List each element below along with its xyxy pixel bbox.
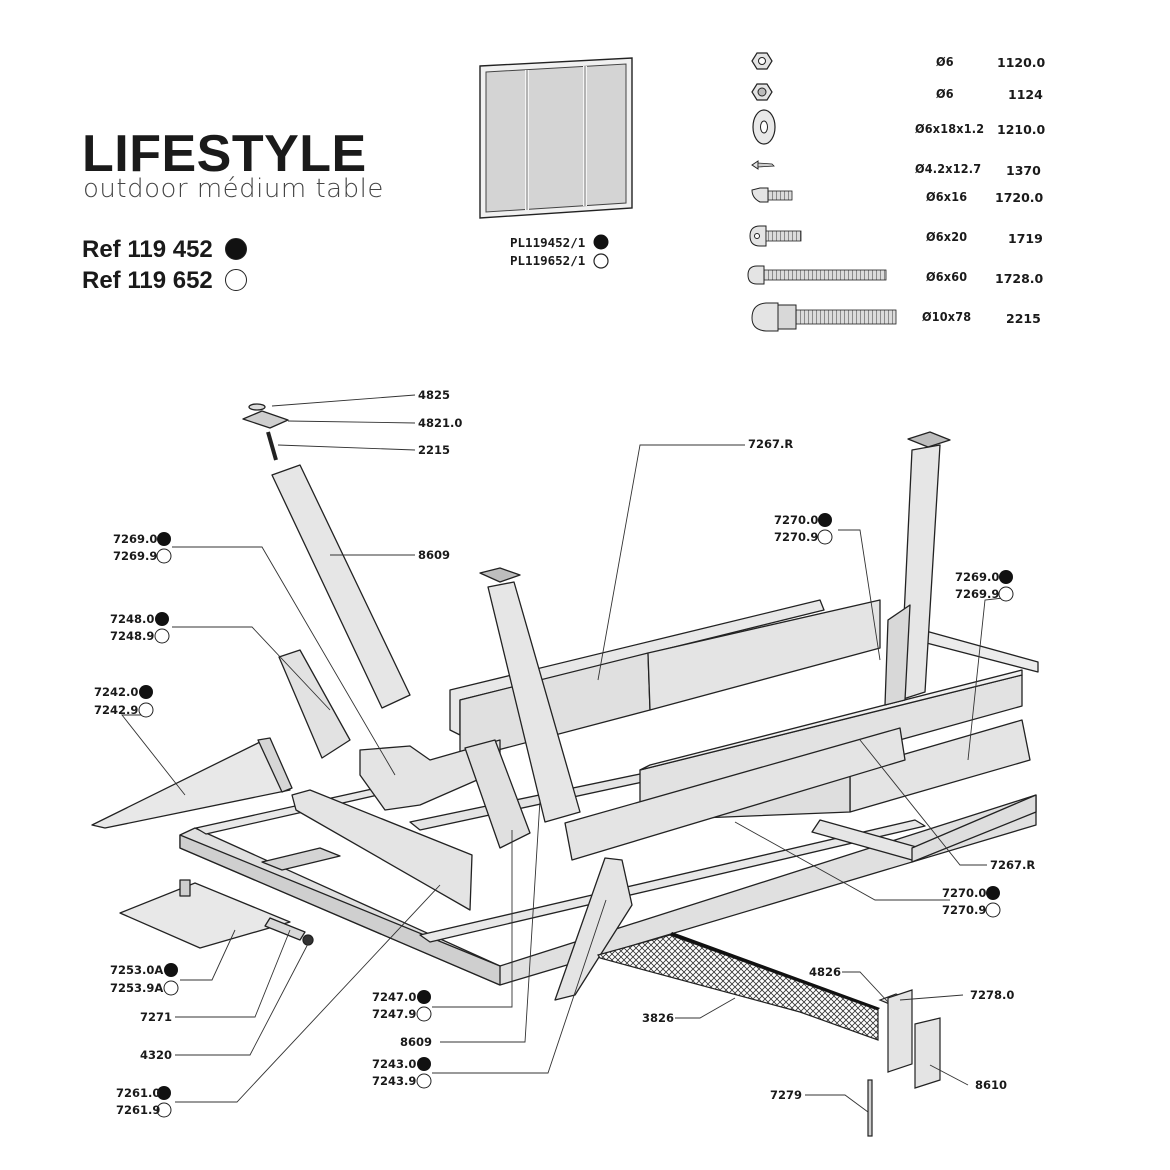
product-title: LIFESTYLE [82, 125, 367, 183]
white-finish-icon [985, 902, 1001, 918]
white-finish-icon [998, 586, 1014, 602]
wood-screw-icon [751, 160, 775, 170]
part-label: 7271 [140, 1010, 173, 1024]
black-finish-icon [157, 532, 171, 546]
part-label: 7261.0 [116, 1086, 161, 1100]
part-label: 7247.0 [372, 990, 417, 1004]
part-label: 7243.0 [372, 1057, 417, 1071]
black-finish-icon [417, 1057, 431, 1071]
black-finish-icon [593, 234, 609, 250]
part-label: 4826 [809, 965, 842, 979]
hw-size: Ø10x78 [922, 309, 972, 324]
part-label: 7269.9 [955, 587, 1000, 601]
part-label: 7278.0 [970, 988, 1015, 1002]
bolt-short-icon [751, 187, 793, 203]
part-label: 4821.0 [418, 416, 463, 430]
hw-code: 1124 [1008, 87, 1043, 102]
part-label: 7270.9 [942, 903, 987, 917]
hw-code: 1210.0 [997, 122, 1046, 137]
part-label: 7267.R [990, 858, 1036, 872]
ref-white: Ref 119 652 [82, 267, 247, 295]
hw-size: Ø4.2x12.7 [915, 161, 982, 176]
nut-cap-icon [751, 83, 773, 101]
hw-size: Ø6 [936, 54, 954, 69]
part-label: 4825 [418, 388, 451, 402]
panel-code-text: PL119452/1 [510, 235, 586, 250]
hw-size: Ø6 [936, 86, 954, 101]
white-finish-icon [163, 980, 179, 996]
part-label: 7253.0A [110, 963, 164, 977]
part-label: 7243.9 [372, 1074, 417, 1088]
white-finish-icon [154, 628, 170, 644]
hw-code: 1370 [1006, 163, 1041, 178]
leader-lines [121, 394, 1013, 1113]
ref-label: Ref 119 452 [82, 236, 213, 263]
bolt-long-icon [747, 265, 887, 285]
black-finish-icon [999, 570, 1013, 584]
part-label: 7270.0 [942, 886, 987, 900]
part-label: 7279 [770, 1088, 803, 1102]
part-label: 7247.9 [372, 1007, 417, 1021]
black-finish-icon [224, 238, 247, 260]
white-finish-icon [416, 1073, 432, 1089]
panel-code-black: PL119452/1 [510, 235, 585, 250]
black-finish-icon [818, 513, 832, 527]
part-label: 8609 [400, 1035, 433, 1049]
hw-size: Ø6x18x1.2 [915, 121, 985, 136]
part-label: 7242.9 [94, 703, 139, 717]
washer-icon [752, 109, 776, 145]
part-label: 7269.0 [955, 570, 1000, 584]
nut-flange-icon [751, 52, 773, 70]
ref-black: Ref 119 452 [82, 236, 247, 264]
black-finish-icon [155, 612, 169, 626]
foot-parts [867, 989, 941, 1137]
bolt-medium-icon [749, 225, 802, 247]
part-label: 7270.9 [774, 530, 819, 544]
part-label: 8609 [418, 548, 451, 562]
part-label: 7242.0 [94, 685, 139, 699]
part-label: 3826 [642, 1011, 675, 1025]
black-finish-icon [157, 1086, 171, 1100]
part-label: 7267.R [748, 437, 794, 451]
part-label: 7269.0 [113, 532, 158, 546]
ref-label: Ref 119 652 [82, 267, 213, 294]
white-finish-icon [416, 1006, 432, 1022]
hw-code: 1720.0 [995, 190, 1044, 205]
mesh-panel [597, 932, 880, 1041]
hw-code: 2215 [1006, 311, 1041, 326]
hw-size: Ø6x60 [926, 269, 968, 284]
part-label: 8610 [975, 1078, 1008, 1092]
part-label: 7248.9 [110, 629, 155, 643]
black-finish-icon [417, 990, 431, 1004]
white-finish-icon [156, 548, 172, 564]
white-finish-icon [593, 253, 609, 269]
part-label: 2215 [418, 443, 451, 457]
part-label: 7261.9 [116, 1103, 161, 1117]
panel-code-text: PL119652/1 [510, 253, 586, 268]
panel-code-white: PL119652/1 [510, 253, 585, 268]
part-label: 7248.0 [110, 612, 155, 626]
hw-code: 1719 [1008, 231, 1043, 246]
part-label: 7269.9 [113, 549, 158, 563]
part-label: 7270.0 [774, 513, 819, 527]
frame-parts [91, 403, 1039, 1001]
hw-size: Ø6x16 [926, 189, 968, 204]
leveler-bolt-icon [751, 302, 897, 332]
part-label: 4320 [140, 1048, 173, 1062]
white-finish-icon [156, 1102, 172, 1118]
black-finish-icon [139, 685, 153, 699]
white-finish-icon [224, 269, 247, 291]
hw-code: 1120.0 [997, 55, 1046, 70]
white-finish-icon [817, 529, 833, 545]
hw-code: 1728.0 [995, 271, 1044, 286]
part-label: 7253.9A [110, 981, 164, 995]
table-panel [479, 57, 633, 219]
finish-dots [138, 513, 1014, 1118]
product-subtitle: outdoor médium table [83, 174, 384, 204]
hw-size: Ø6x20 [926, 229, 968, 244]
black-finish-icon [986, 886, 1000, 900]
black-finish-icon [164, 963, 178, 977]
white-finish-icon [138, 702, 154, 718]
